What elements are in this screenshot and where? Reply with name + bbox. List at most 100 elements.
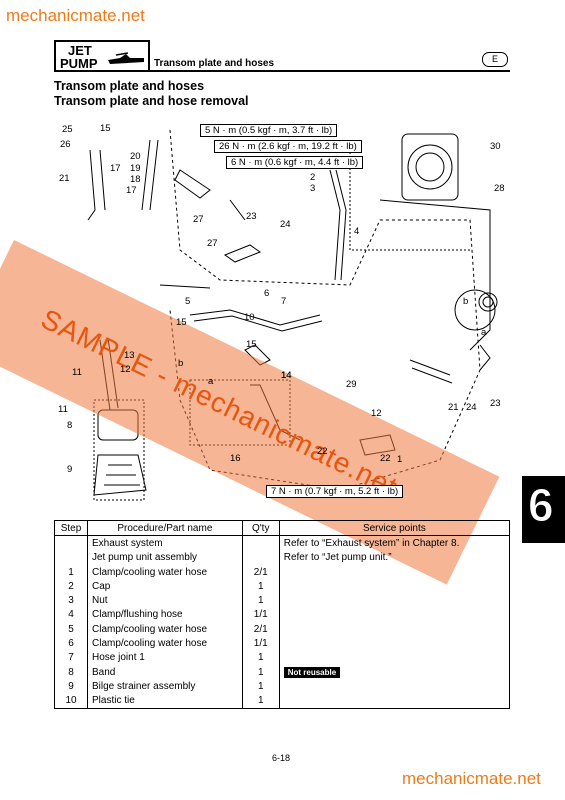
callout: 6 [264,288,270,299]
service-cell [278,607,511,623]
not-reusable-badge: Not reusable [283,666,341,678]
part-name-cell: Cap [87,579,243,594]
callout: 3 [310,183,316,194]
callout: 14 [281,370,292,381]
page-title: Transom plate and hoses [54,79,205,93]
part-name-cell: Clamp/cooling water hose [87,636,243,651]
callout: 16 [230,453,241,464]
step-cell: 10 [54,693,88,709]
step-cell [54,550,88,565]
col-part-header: Procedure/Part name [87,519,243,537]
chapter-label-line2: PUMP [60,56,98,71]
callout: 2 [310,172,316,183]
service-cell: Refer to “Exhaust system” in Chapter 8. [278,535,511,551]
callout: 22 [380,453,391,464]
callout: 11 [58,404,68,415]
callout: 10 [244,312,255,323]
callout: 12 [371,408,382,419]
callout: 19 [130,163,141,174]
callout: 22 [317,446,328,457]
callout: 7 [281,296,287,307]
step-cell: 9 [54,679,88,694]
torque-label-5nm: 5 N · m (0.5 kgf · m, 3.7 ft · lb) [200,124,338,137]
part-name-cell: Hose joint 1 [87,650,243,665]
page-subtitle: Transom plate and hose removal [54,94,249,108]
chapter-label-line1: JET [68,43,92,58]
callout: 21 [448,402,459,413]
step-cell: 3 [54,593,88,608]
step-cell: 8 [54,664,88,680]
step-cell: 1 [54,564,88,580]
chapter-tab [522,476,565,543]
part-name-cell: Clamp/cooling water hose [87,622,243,637]
callout: 13 [124,350,135,361]
service-cell [278,636,511,651]
callout: a [481,327,487,338]
callout: 29 [346,379,357,390]
part-name-cell: Jet pump unit assembly [87,550,243,565]
part-name-cell: Exhaust system [87,535,243,551]
jet-pump-icon [108,52,144,64]
callout: a [208,376,214,387]
header-title: Transom plate and hoses [154,58,275,69]
qty-cell: 2/1 [241,622,280,637]
callout: 4 [354,226,360,237]
callout: 26 [60,139,71,150]
qty-cell [241,550,280,565]
torque-label-7nm: 7 N · m (0.7 kgf · m, 5.2 ft · lb) [266,485,404,498]
callout: 24 [280,219,291,230]
chapter-number: 6 [528,479,555,532]
col-step-header: Step [54,519,88,537]
col-service-header: Service points [278,519,511,537]
callout: 25 [62,124,73,135]
callout: 23 [490,398,501,409]
callout: 5 [185,296,191,307]
qty-cell [241,535,280,551]
qty-cell: 1 [241,579,280,594]
callout: b [463,296,469,307]
callout: 30 [490,141,501,152]
language-badge: E [482,52,508,67]
service-cell [278,693,511,709]
callout: 20 [130,151,141,162]
callout: 8 [67,420,73,431]
section-header: JET PUMP Transom plate and hoses [54,40,510,72]
callout: 27 [193,214,204,225]
part-name-cell: Clamp/cooling water hose [87,564,243,580]
service-cell [278,593,511,608]
callout: 17 [110,163,121,174]
service-cell: Refer to “Jet pump unit.” [278,550,511,565]
qty-cell: 1/1 [241,607,280,623]
part-name-cell: Nut [87,593,243,608]
callout: 15 [176,317,187,328]
part-name-cell: Band [87,664,243,680]
callout: 21 [59,173,70,184]
part-name-cell: Bilge strainer assembly [87,679,243,694]
step-cell: 7 [54,650,88,665]
watermark-top: mechanicmate.net [6,6,145,25]
service-cell [278,622,511,637]
callout: 28 [494,183,505,194]
page-number: 6-18 [272,753,291,763]
callout: 14 [281,370,292,381]
table-row: Jet pump unit assembly Refer to “Jet pump… [54,550,511,565]
qty-cell: 1 [241,650,280,665]
part-name-cell: Clamp/flushing hose [87,607,243,623]
qty-cell: 1 [241,593,280,608]
procedure-table: Step Procedure/Part name Q'ty Service po… [54,519,511,709]
callout: 18 [130,174,141,185]
torque-label-26nm: 26 N · m (2.6 kgf · m, 19.2 ft · lb) [214,140,362,153]
callout: 9 [67,464,73,475]
step-cell: 5 [54,622,88,637]
callout: 11 [72,367,82,378]
step-cell [54,535,88,551]
qty-cell: 1 [241,693,280,709]
